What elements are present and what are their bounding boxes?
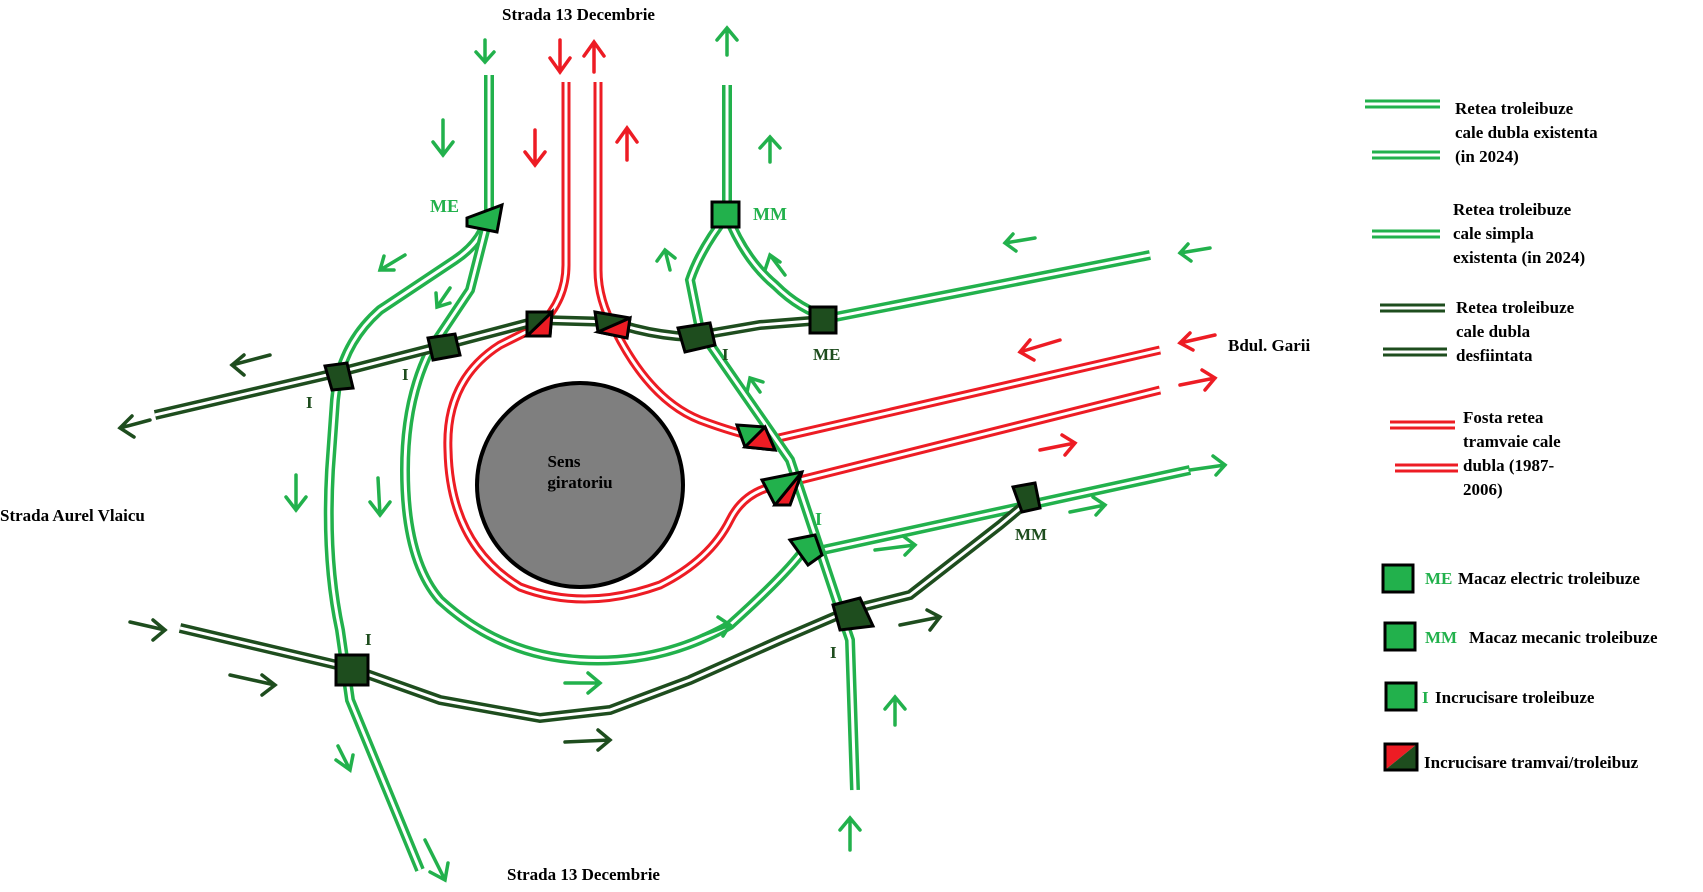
direction-arrows <box>117 25 1228 883</box>
label-i-top: I <box>722 345 729 364</box>
roundabout-label-1: Sens <box>547 452 580 471</box>
markers <box>323 200 1042 687</box>
label-i-bottom-right: I <box>830 643 837 662</box>
trolley-line-topright <box>684 85 860 791</box>
svg-text:Incrucisare troleibuze: Incrucisare troleibuze <box>1435 688 1595 707</box>
svg-text:cale dubla existenta: cale dubla existenta <box>1455 123 1598 142</box>
switch-mechanical-top <box>710 200 741 229</box>
label-i-bottom-left: I <box>365 630 372 649</box>
svg-text:I: I <box>1422 688 1429 707</box>
legend-tram: Fosta retea tramvaie cale dubla (1987- 2… <box>1390 408 1561 499</box>
crossing-left-outer <box>323 361 355 392</box>
svg-text:tramvaie cale: tramvaie cale <box>1463 432 1561 451</box>
label-i-right: I <box>815 509 822 529</box>
label-i-left-outer: I <box>306 393 313 412</box>
svg-text:cale dubla: cale dubla <box>1456 322 1531 341</box>
svg-text:Macaz electric troleibuze: Macaz electric troleibuze <box>1458 569 1640 588</box>
svg-text:MM: MM <box>1425 628 1457 647</box>
legend-mm: MM Macaz mecanic troleibuze <box>1383 621 1658 652</box>
svg-text:existenta (in 2024): existenta (in 2024) <box>1453 248 1585 267</box>
roundabout-label-2: giratoriu <box>547 473 612 492</box>
street-label-right: Bdul. Garii <box>1228 336 1310 355</box>
svg-text:dubla (1987-: dubla (1987- <box>1463 456 1554 475</box>
street-label-top: Strada 13 Decembrie <box>502 5 655 24</box>
label-me-top: ME <box>430 196 459 216</box>
svg-text:desfiintata: desfiintata <box>1456 346 1533 365</box>
legend: Retea troleibuze cale dubla existenta (i… <box>1365 99 1658 772</box>
svg-text:Fosta retea: Fosta retea <box>1463 408 1544 427</box>
legend-tram-cross: Incrucisare tramvai/troleibuz <box>1383 742 1639 772</box>
crossing-bottom-right <box>831 596 876 632</box>
label-mm-top: MM <box>753 204 787 224</box>
label-mm-right: MM <box>1015 525 1047 544</box>
legend-me: ME Macaz electric troleibuze <box>1381 563 1640 594</box>
crossing-top <box>676 321 717 354</box>
street-label-bottom: Strada 13 Decembrie <box>507 865 660 884</box>
tram-line-right <box>593 82 1162 445</box>
svg-text:2006): 2006) <box>1463 480 1503 499</box>
switch-mechanical-right <box>1010 481 1042 514</box>
crossing-right <box>787 533 824 568</box>
legend-existing-single: Retea troleibuze cale simpla existenta (… <box>1372 200 1585 267</box>
street-label-left: Strada Aurel Vlaicu <box>0 506 145 525</box>
svg-text:ME: ME <box>1425 569 1452 588</box>
legend-removed-double: Retea troleibuze cale dubla desfiintata <box>1380 298 1575 365</box>
switch-electric-right <box>808 305 838 335</box>
label-i-left-inner: I <box>402 365 409 384</box>
legend-existing-double: Retea troleibuze cale dubla existenta (i… <box>1365 99 1598 166</box>
svg-text:cale simpla: cale simpla <box>1453 224 1534 243</box>
crossing-left-inner <box>426 332 462 362</box>
roundabout-island <box>475 381 685 589</box>
legend-i: I Incrucisare troleibuze <box>1384 681 1595 712</box>
svg-text:Retea troleibuze: Retea troleibuze <box>1455 99 1574 118</box>
switch-electric-top <box>465 202 504 234</box>
trolleybus-existing-network <box>323 75 1192 872</box>
label-me-right: ME <box>813 345 840 364</box>
crossing-bottom-left <box>334 653 370 687</box>
svg-text:Retea troleibuze: Retea troleibuze <box>1456 298 1575 317</box>
svg-text:Retea troleibuze: Retea troleibuze <box>1453 200 1572 219</box>
svg-text:Incrucisare tramvai/troleibuz: Incrucisare tramvai/troleibuz <box>1424 753 1639 772</box>
svg-text:Macaz mecanic troleibuze: Macaz mecanic troleibuze <box>1469 628 1658 647</box>
svg-text:(in 2024): (in 2024) <box>1455 147 1519 166</box>
